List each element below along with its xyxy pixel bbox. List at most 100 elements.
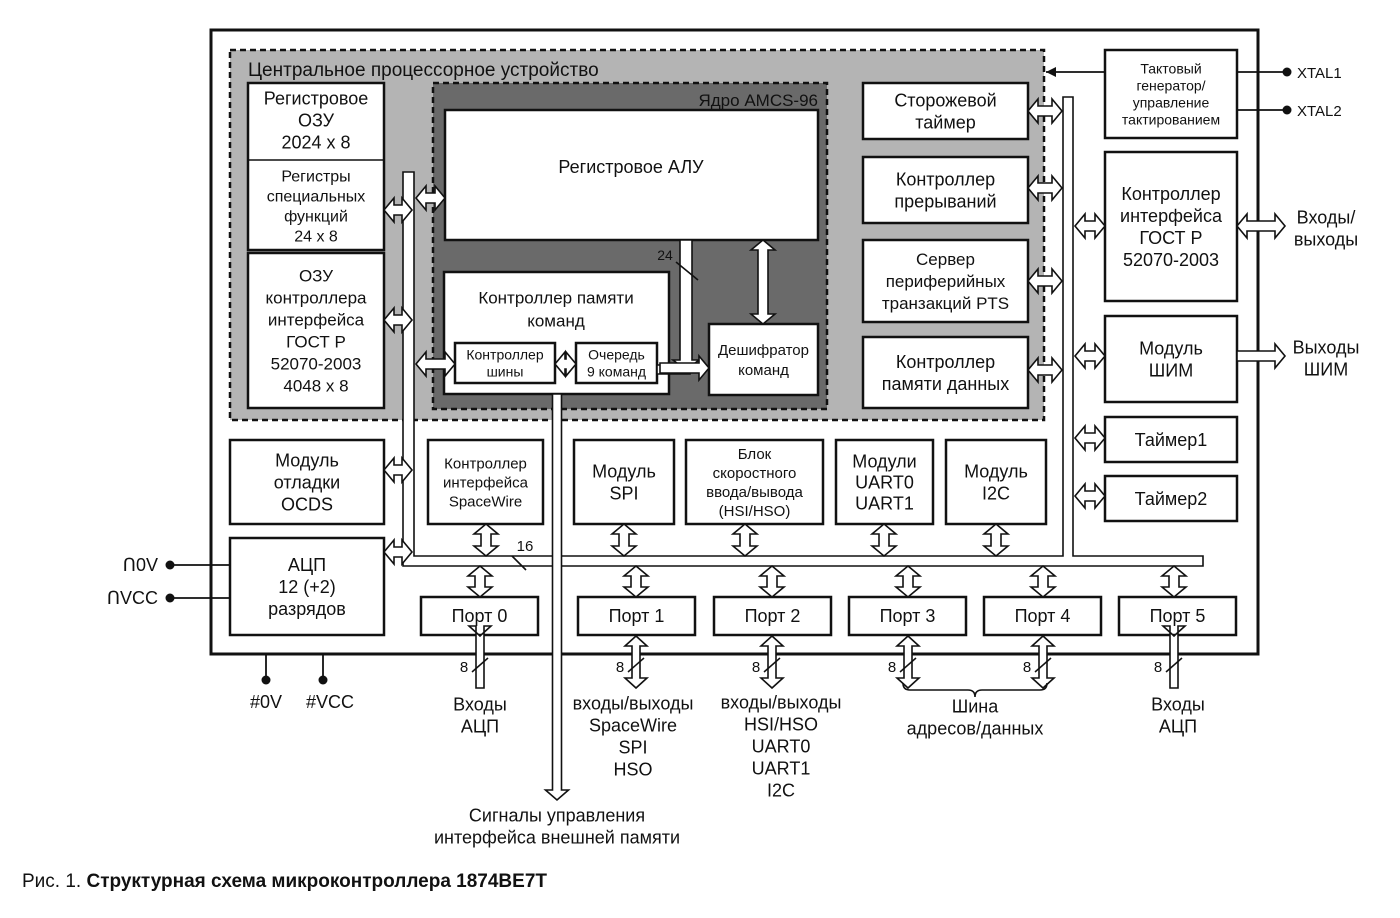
port-2-width: 8 (752, 659, 760, 676)
bus-16-label: 16 (517, 538, 534, 555)
gost-ctrl-block-line-1: Контроллер (1121, 184, 1220, 204)
port-4-width: 8 (1023, 659, 1031, 676)
port-1-width: 8 (616, 659, 624, 676)
timer2-label: Таймер2 (1135, 489, 1208, 509)
pts-block-line-1: Сервер (916, 250, 975, 269)
port-4-width-slash (1034, 657, 1052, 673)
pts-block-line-3: транзакций PTS (882, 294, 1009, 313)
pin-vcc-label: #VCC (306, 692, 354, 712)
arrow-bus-port-5 (1159, 564, 1189, 599)
adc-block-line-1: АЦП (288, 555, 326, 575)
io-label-line-1: Входы/ (1297, 207, 1356, 227)
clock-gen-block-line-1: Тактовый (1140, 60, 1201, 76)
watchdog-block-line-2: таймер (915, 112, 976, 132)
port34-label-line-2: адресов/данных (907, 718, 1044, 738)
arrow-adc-bus (382, 537, 414, 567)
adc-block-line-2: 12 (+2) (278, 577, 336, 597)
arrow-port-2-pins (758, 634, 786, 690)
port-3-width-slash (899, 657, 917, 673)
io-label-line-2: выходы (1294, 229, 1358, 249)
arrow-queue-decoder (659, 353, 711, 383)
port-3-block (847, 595, 968, 637)
port-2-label: Порт 2 (745, 606, 801, 626)
pwm-out-label-line-1: Выходы (1293, 337, 1360, 357)
ocds-block-line-2: отладки (274, 472, 340, 492)
irq-ctrl-block-line-1: Контроллер (896, 169, 995, 189)
xtal2-pin (1282, 105, 1292, 115)
arrow-sfr-bus (382, 195, 414, 225)
gost-ram-block (246, 251, 386, 410)
spacewire-block-line-1: Контроллер (444, 455, 527, 472)
pin-0v-label: #0V (250, 692, 282, 712)
ocds-block (228, 438, 386, 526)
arrow-datamem-bus (1026, 355, 1064, 385)
irq-ctrl-block (861, 155, 1030, 225)
clock-gen-block (1103, 48, 1239, 140)
port-5-width: 8 (1154, 659, 1162, 676)
adc-0v-pin (165, 560, 175, 570)
hsio-block-line-3: ввода/вывода (706, 484, 803, 501)
ext-mem-label-line-2: интерфейса внешней памяти (434, 827, 680, 847)
port-3-label: Порт 3 (880, 606, 936, 626)
pwm-block (1103, 314, 1239, 404)
port0-label-line-2: АЦП (461, 716, 499, 736)
timer1-label: Таймер1 (1135, 430, 1208, 450)
port5-label-line-1: Входы (1151, 694, 1205, 714)
sfr-line-2: специальных (267, 189, 366, 206)
adc-block (228, 536, 386, 637)
spacewire-block-line-3: SpaceWire (449, 493, 522, 510)
gost-ctrl-block-line-4: 52070-2003 (1123, 250, 1219, 270)
pin-vcc-dot (318, 675, 328, 685)
data-mem-ctrl-block-line-1: Контроллер (896, 352, 995, 372)
hsio-block-line-4: (HSI/HSO) (719, 503, 791, 520)
uart-block (834, 438, 935, 526)
arrow-watchdog-bus (1026, 96, 1064, 126)
arrow-bus-timer2 (1073, 481, 1107, 511)
port-5-width-slash (1165, 657, 1183, 673)
spi-block-line-1: Модуль (592, 461, 656, 481)
port-0-label: Порт 0 (452, 606, 508, 626)
pwm-block-line-2: ШИМ (1149, 360, 1193, 380)
port-1-label: Порт 1 (609, 606, 665, 626)
arrow-bus-port-1 (621, 564, 651, 599)
arrow-ext-mem (543, 393, 571, 802)
sfr-line-1: Регистры (281, 169, 350, 186)
clock-gen-block-line-3: управление (1133, 94, 1210, 110)
port-0-width: 8 (460, 659, 468, 676)
internal-bus (402, 96, 1204, 567)
irq-ctrl-block-line-2: прерываний (894, 191, 996, 211)
arrow-irq-bus (1026, 173, 1064, 203)
hsio-block (684, 438, 825, 526)
arrow-gost-io (1235, 211, 1287, 241)
bus-ctrl-block (453, 341, 557, 385)
reg-ram-line-3: 2024 x 8 (281, 132, 350, 152)
gost-ctrl-block (1103, 150, 1239, 303)
decoder-block (707, 322, 820, 397)
port2-label-line-1: входы/выходы (721, 692, 842, 712)
spacewire-block (426, 438, 545, 526)
port-3-width: 8 (888, 659, 896, 676)
arrow-spacewire-bus (471, 522, 501, 558)
arrow-bus-pwm (1073, 341, 1107, 371)
i2c-block (944, 438, 1048, 526)
caption-title: Структурная схема микроконтроллера 1874В… (86, 871, 547, 892)
pwm-out-label-line-2: ШИМ (1304, 359, 1348, 379)
arrow-gostram-bus (382, 305, 414, 335)
spacewire-block-line-2: интерфейса (443, 474, 529, 491)
xtal1-pin (1282, 67, 1292, 77)
arrow-bus-port-4 (1028, 564, 1058, 599)
arrow-alu-decoder (748, 238, 778, 326)
port2-label-line-5: I2C (767, 780, 795, 800)
data-mem-ctrl-block-line-2: памяти данных (882, 374, 1010, 394)
arrow-hsio-bus (730, 522, 760, 558)
arrow-bus-port-0 (465, 564, 495, 599)
arrow-uart-bus (869, 522, 899, 558)
arrow-bus-gostctrl (1073, 211, 1107, 241)
timer2-block (1103, 474, 1239, 523)
port2-label-line-3: UART0 (752, 736, 811, 756)
gost-ram-block-line-1: ОЗУ (299, 266, 333, 285)
hsio-block-line-1: Блок (738, 446, 772, 463)
port-4-label: Порт 4 (1015, 606, 1071, 626)
arrow-ocds-bus (382, 455, 414, 485)
arrow-port-4-pins (1029, 634, 1057, 690)
